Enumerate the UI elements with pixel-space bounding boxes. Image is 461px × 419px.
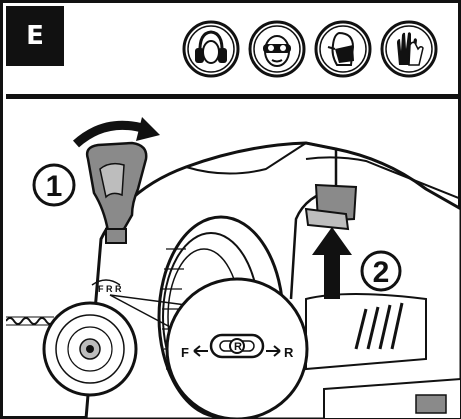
eye-protection-icon <box>248 20 306 78</box>
dust-mask-icon <box>314 20 372 78</box>
up-arrow <box>324 251 340 299</box>
machine-illustration: 1 2 F R R R F R <box>6 117 461 419</box>
switch-label-small: F R R <box>98 284 122 294</box>
switch-center-label: R <box>234 341 242 353</box>
rotate-arrow <box>72 120 148 148</box>
switch-right-label: R <box>284 345 294 360</box>
step-letter-badge: E <box>6 6 64 66</box>
vent-slots <box>354 302 404 350</box>
step2-number: 2 <box>373 256 390 289</box>
step2-marker <box>360 250 402 292</box>
header-divider <box>6 94 461 99</box>
ear-protection-icon <box>182 20 240 78</box>
step1-number: 1 <box>46 170 63 203</box>
gloves-icon <box>380 20 438 78</box>
left-arrow-icon <box>193 345 208 357</box>
step1-marker <box>32 163 76 207</box>
right-arrow-icon <box>266 345 281 357</box>
switch-left-label: F <box>181 345 189 360</box>
cable-spring <box>6 316 55 326</box>
